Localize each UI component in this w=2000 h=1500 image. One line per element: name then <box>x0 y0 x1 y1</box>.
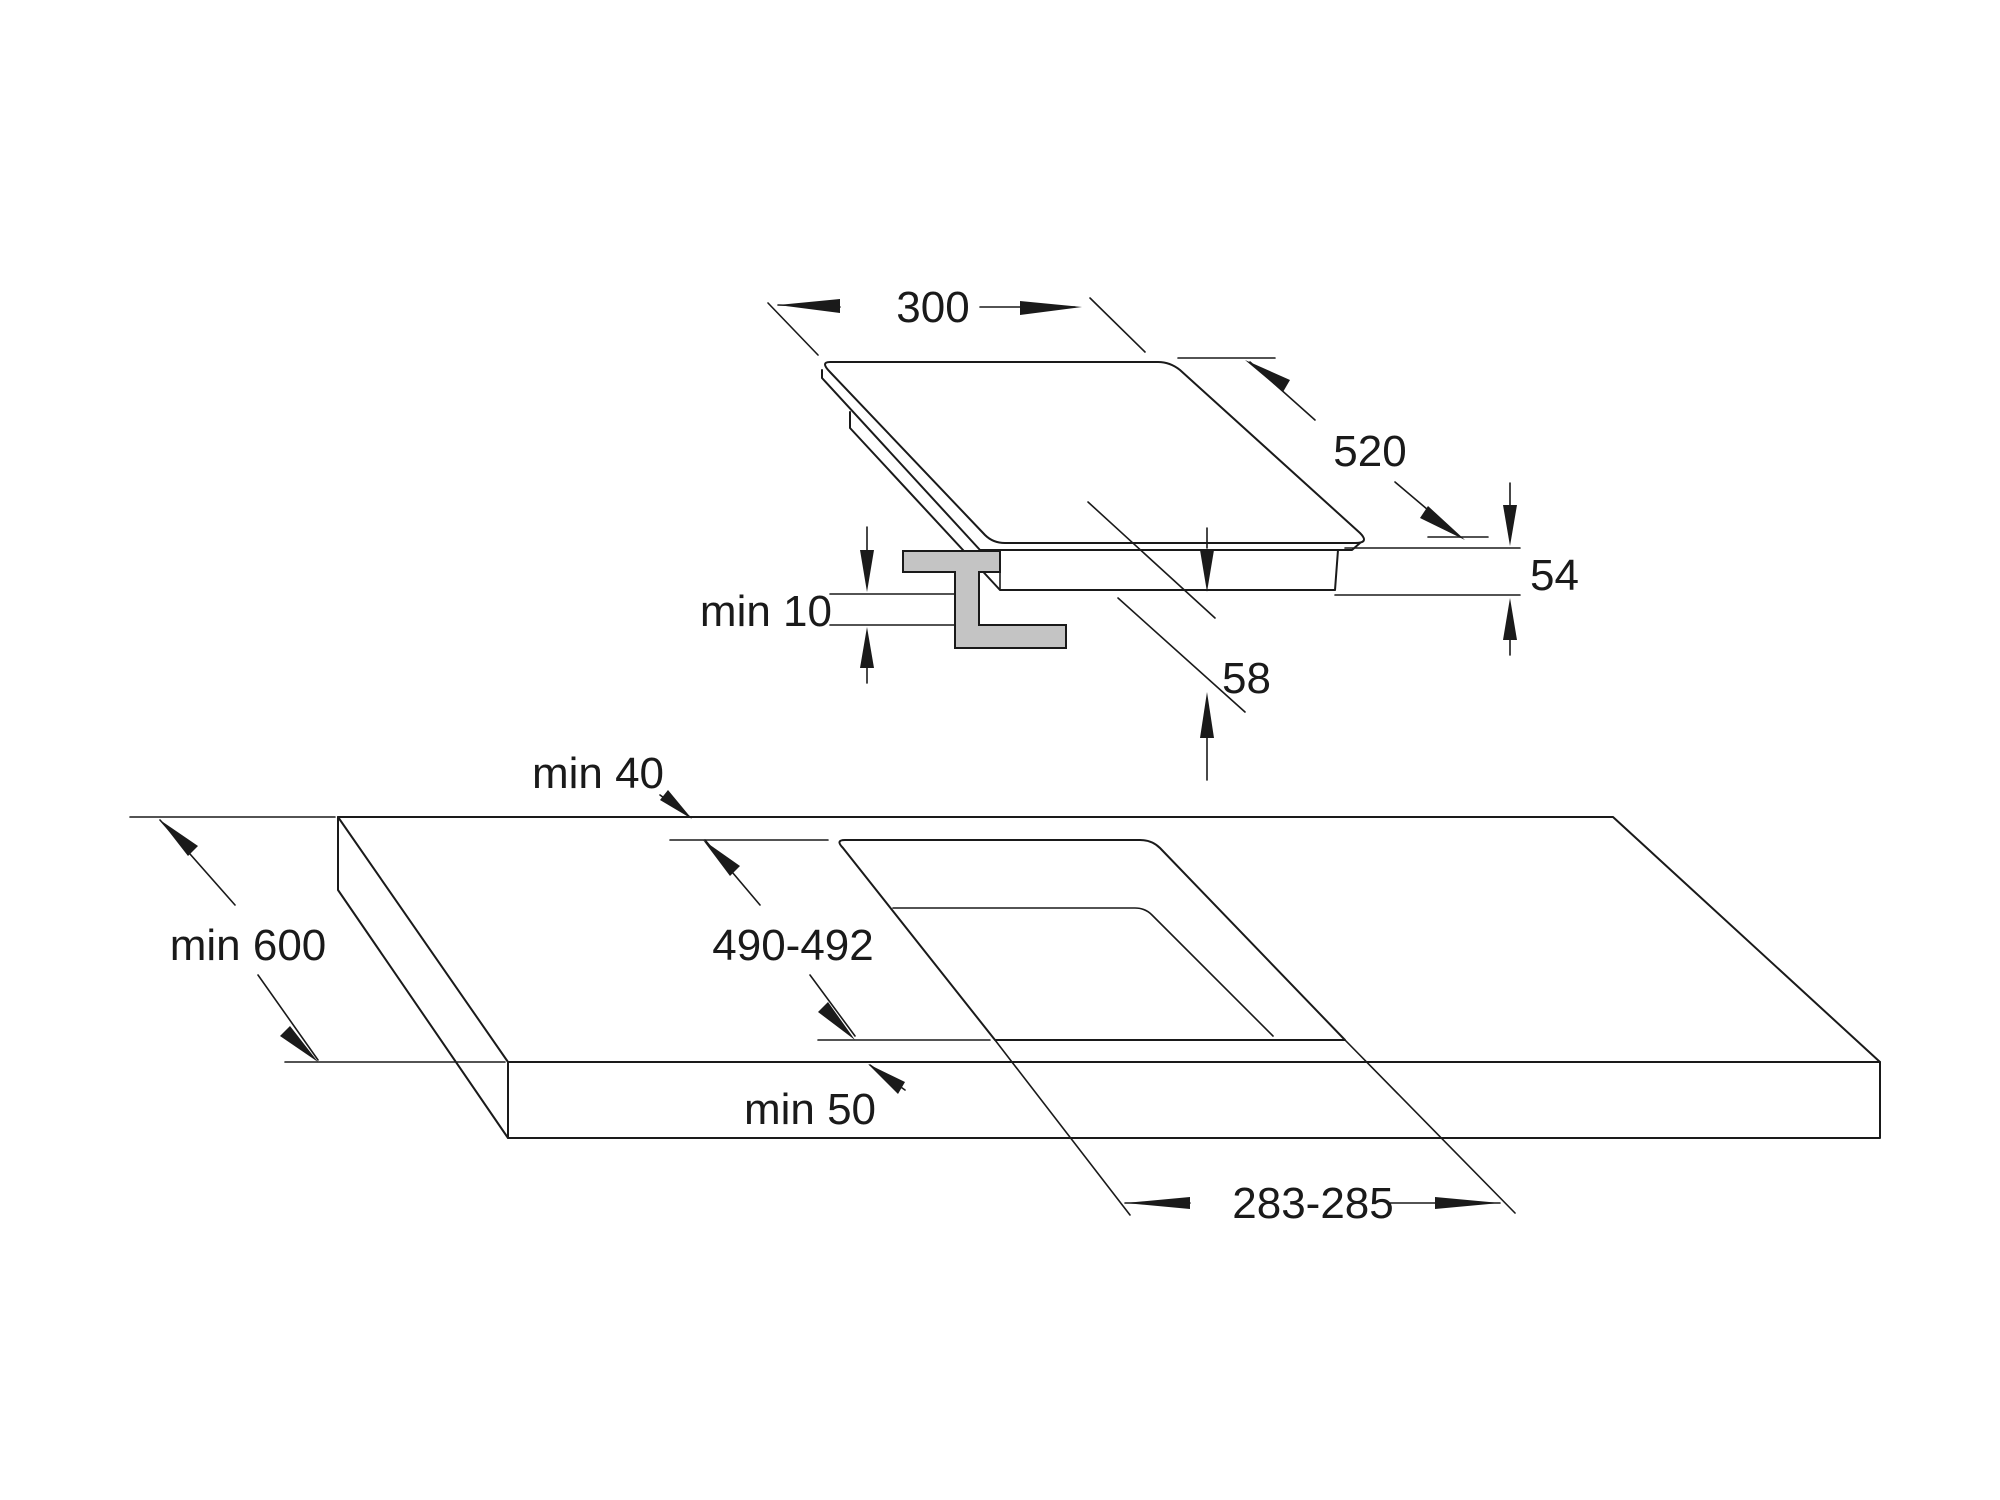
dimension-283-285: 283-285 <box>994 1039 1516 1228</box>
dim-label-490-492: 490-492 <box>712 921 873 970</box>
dimension-490-492: 490-492 <box>703 839 991 1041</box>
dimension-58: 58 <box>1087 501 1271 781</box>
dimension-54: 54 <box>1334 482 1579 656</box>
dim-label-283-285: 283-285 <box>1232 1179 1393 1228</box>
dimension-min-40: min 40 <box>532 749 829 841</box>
dim-label-min-10: min 10 <box>700 587 832 636</box>
dim-label-min-40: min 40 <box>532 749 664 798</box>
worktop-cutout <box>838 839 1346 1041</box>
dim-label-300: 300 <box>896 283 969 332</box>
worktop-front-face <box>507 1061 1881 1139</box>
dim-label-520: 520 <box>1333 427 1406 476</box>
dim-label-min-600: min 600 <box>170 921 327 970</box>
dimension-520: 520 <box>1177 357 1489 540</box>
dim-label-min-50: min 50 <box>744 1085 876 1134</box>
worktop-side-face <box>337 816 509 1139</box>
worktop-cutout-inner-edge <box>892 907 1274 1037</box>
dim-label-54: 54 <box>1530 551 1579 600</box>
worktop <box>337 816 1881 1139</box>
dimension-min-600: min 600 <box>129 816 506 1063</box>
dimension-300: 300 <box>767 283 1146 356</box>
worktop-top-face <box>337 816 1881 1063</box>
dimension-min-50: min 50 <box>744 1064 906 1134</box>
mounting-bracket <box>902 550 1067 649</box>
dimension-min-10: min 10 <box>700 526 956 684</box>
dim-label-58: 58 <box>1222 654 1271 703</box>
hob-glass-top <box>824 361 1365 544</box>
